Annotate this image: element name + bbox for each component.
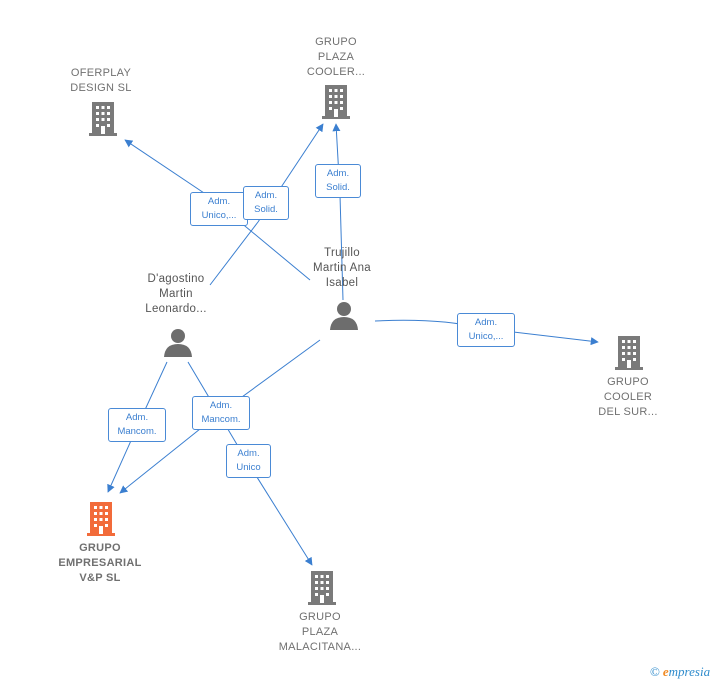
label-line: COOLER... xyxy=(306,66,366,78)
building-icon[interactable] xyxy=(322,85,350,119)
edge-label-dagostino-empresarial[interactable]: Adm. Mancom. xyxy=(108,408,166,442)
edge-dagostino-plaza-cooler[interactable] xyxy=(209,123,324,286)
label-line: Martin Ana xyxy=(313,262,371,274)
edge-label-line: Adm. xyxy=(207,196,231,207)
label-line: GRUPO xyxy=(79,542,121,554)
node-label-malacitana[interactable]: GRUPO PLAZA MALACITANA... xyxy=(260,610,380,655)
label-line: PLAZA xyxy=(317,51,355,63)
label-line: PLAZA xyxy=(301,626,339,638)
label-line: V&P SL xyxy=(79,572,121,584)
label-line: GRUPO xyxy=(607,376,649,388)
copyright-symbol: © xyxy=(650,664,660,679)
building-icon[interactable] xyxy=(308,571,336,605)
brand-first-letter: e xyxy=(662,664,669,679)
edge-label-dagostino-plaza-cooler[interactable]: Adm. Solid. xyxy=(243,186,289,220)
edge-label-trujillo-empresarial[interactable]: Adm. Mancom. xyxy=(192,396,250,430)
edge-label-line: Solid. xyxy=(254,204,278,215)
label-line: GRUPO xyxy=(299,611,341,623)
edge-label-line: Adm. xyxy=(209,400,233,411)
label-line: Leonardo... xyxy=(145,303,207,315)
empresia-logo: ©empresia xyxy=(650,664,710,680)
label-line: COOLER xyxy=(603,391,653,403)
label-line: OFERPLAY xyxy=(70,67,132,79)
node-label-trujillo[interactable]: Trujillo Martin Ana Isabel xyxy=(282,246,402,291)
edge-label-trujillo-plaza-cooler[interactable]: Adm. Solid. xyxy=(315,164,361,198)
building-icon[interactable] xyxy=(615,336,643,370)
building-icon[interactable] xyxy=(89,102,117,136)
edge-label-line: Unico xyxy=(236,462,261,473)
edge-label-line: Unico,... xyxy=(201,210,237,221)
edge-label-line: Mancom. xyxy=(201,414,241,425)
label-line: DEL SUR... xyxy=(598,406,658,418)
person-icon[interactable] xyxy=(163,327,193,357)
label-line: Martin xyxy=(159,288,193,300)
edge-label-line: Adm. xyxy=(474,317,498,328)
edge-label-line: Adm. xyxy=(326,168,350,179)
node-label-dagostino[interactable]: D'agostino Martin Leonardo... xyxy=(116,272,236,317)
edge-label-line: Solid. xyxy=(326,182,350,193)
label-line: D'agostino xyxy=(147,273,205,285)
node-label-oferplay[interactable]: OFERPLAY DESIGN SL xyxy=(41,66,161,96)
node-label-cooler-sur[interactable]: GRUPO COOLER DEL SUR... xyxy=(568,375,688,420)
brand-name-rest: mpresia xyxy=(668,664,711,679)
edge-label-trujillo-oferplay[interactable]: Adm. Unico,... xyxy=(190,192,248,226)
label-line: EMPRESARIAL xyxy=(58,557,142,569)
edge-label-line: Adm. xyxy=(125,412,149,423)
label-line: GRUPO xyxy=(315,36,357,48)
person-icon[interactable] xyxy=(329,300,359,330)
edge-label-trujillo-cooler-sur[interactable]: Adm. Unico,... xyxy=(457,313,515,347)
label-line: MALACITANA... xyxy=(278,641,362,653)
node-label-empresarial[interactable]: GRUPO EMPRESARIAL V&P SL xyxy=(40,541,160,586)
edge-label-line: Mancom. xyxy=(117,426,157,437)
label-line: DESIGN SL xyxy=(70,82,132,94)
label-line: Isabel xyxy=(325,277,359,289)
edge-label-line: Unico,... xyxy=(468,331,504,342)
edge-label-dagostino-malacitana[interactable]: Adm. Unico xyxy=(226,444,271,478)
building-icon-highlight[interactable] xyxy=(87,502,115,536)
edge-label-line: Adm. xyxy=(254,190,278,201)
edge-label-line: Adm. xyxy=(237,448,260,459)
label-line: Trujillo xyxy=(324,247,360,259)
node-label-plaza-cooler[interactable]: GRUPO PLAZA COOLER... xyxy=(276,35,396,80)
